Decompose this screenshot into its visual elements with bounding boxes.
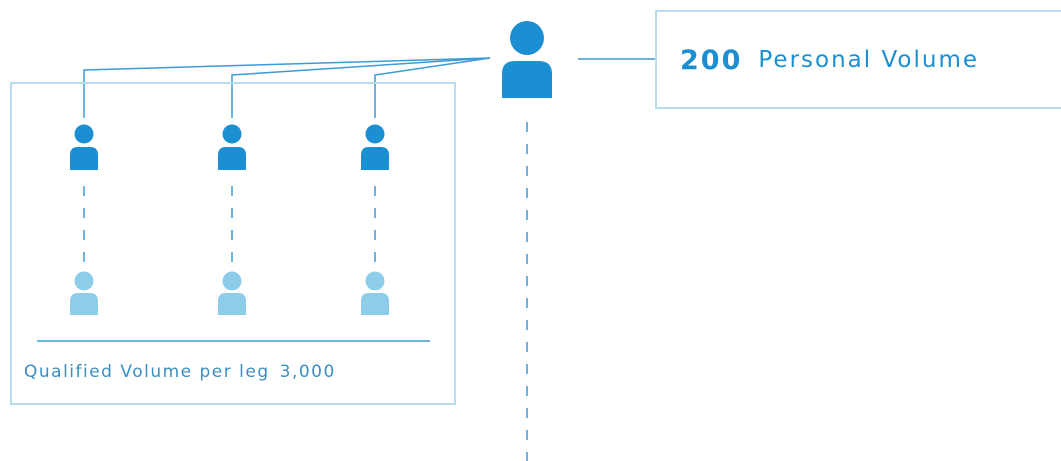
leg-person-icon-1 (70, 124, 98, 170)
downline-person-icons (70, 271, 389, 315)
downline-person-icon-2 (218, 271, 246, 315)
leg-connectors (83, 57, 491, 118)
leg-person-icons (70, 124, 389, 170)
personal-volume-label: 200 Personal Volume (680, 40, 979, 80)
leg-connector-2 (231, 57, 491, 118)
leg-person-icon-2 (218, 124, 246, 170)
qualified-volume-label: Qualified Volume per leg 3,000 (24, 362, 336, 382)
qualified-volume-text: Qualified Volume per leg (24, 362, 270, 382)
leg-connector-3 (374, 57, 491, 118)
personal-volume-text: Personal Volume (758, 47, 980, 73)
qualified-volume-value: 3,000 (279, 362, 336, 382)
leg-dashed-lines (83, 186, 376, 266)
leg-connector-1 (83, 57, 491, 118)
downline-person-icon-3 (361, 271, 389, 315)
top-person-icon (502, 21, 552, 98)
downline-person-icon-1 (70, 271, 98, 315)
leg-person-icon-3 (361, 124, 389, 170)
personal-volume-value: 200 (680, 44, 743, 76)
personal-volume-box (655, 10, 1061, 109)
legs-box (10, 82, 456, 405)
